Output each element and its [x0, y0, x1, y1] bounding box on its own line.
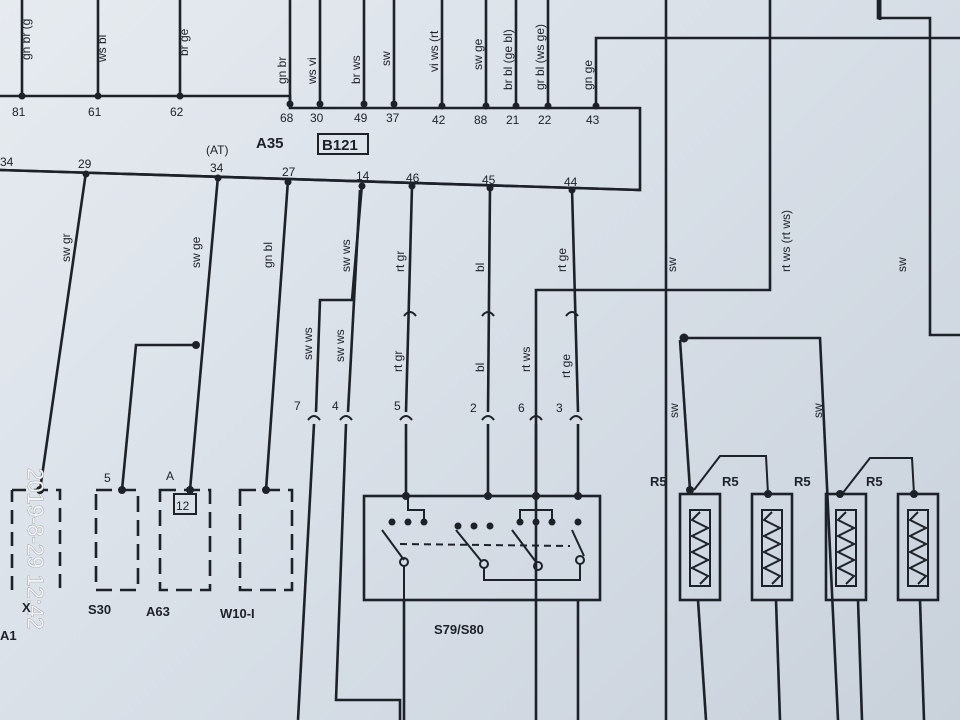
pin-number: 6: [518, 401, 525, 415]
pin-number: 81: [12, 105, 26, 119]
wire-label: rt ge: [559, 354, 573, 378]
wire-label: vi ws (rt: [427, 30, 441, 72]
wire-label: sw gr: [59, 233, 73, 262]
pin-number: 34: [210, 161, 224, 175]
connector-name: A35: [256, 135, 284, 152]
connector-ref: B121: [322, 137, 358, 154]
pin-number: 43: [586, 113, 600, 127]
wire-label: rt gr: [391, 351, 405, 372]
pin-number: 37: [386, 111, 400, 125]
wire-label: rt ge: [555, 248, 569, 272]
wire-label: br bl (ge bl): [501, 29, 515, 90]
wire-label: gn ge: [581, 60, 595, 90]
pin-number: 49: [354, 111, 368, 125]
component-label: S79/S80: [434, 622, 484, 637]
top-pin-dots: [18, 92, 600, 110]
connector-note: (AT): [206, 143, 228, 157]
wire-label: bl: [473, 363, 487, 372]
pin-number: 68: [280, 111, 294, 125]
wire-label: gr bl (ws ge): [533, 24, 547, 90]
resistor-bank: [678, 455, 940, 602]
pin-number: 44: [564, 175, 578, 189]
pin-number: 7: [294, 399, 301, 413]
wire-label: gn br (g: [19, 19, 33, 60]
wire-label: sw: [665, 257, 679, 272]
left-components: [10, 486, 294, 592]
pin-number: 61: [88, 105, 102, 119]
resistor-label: R5: [722, 474, 739, 489]
wire-label: sw ws: [333, 329, 347, 362]
wire-label: sw: [895, 257, 909, 272]
pin-number: 21: [506, 113, 520, 127]
wire-label: sw ws: [339, 239, 353, 272]
component-label: W10-I: [220, 606, 255, 621]
wire-label: rt ws (rt ws): [779, 210, 793, 272]
pin-number: 2: [470, 401, 477, 415]
wire-label: sw: [667, 403, 681, 418]
wire-label: ws bl: [95, 35, 109, 63]
pin-number: 88: [474, 113, 488, 127]
pin-number: 34: [0, 155, 14, 169]
resistor-label: R5: [794, 474, 811, 489]
pin-number: 45: [482, 173, 496, 187]
pin-number: 4: [332, 399, 339, 413]
pin-number: 42: [432, 113, 446, 127]
pin-number: A: [166, 469, 174, 483]
resistor-label: R5: [650, 474, 667, 489]
component-label: S30: [88, 602, 111, 617]
pin-number: 5: [104, 471, 111, 485]
wire-label: sw ge: [471, 38, 485, 70]
pin-number: 27: [282, 165, 296, 179]
pin-number: 3: [556, 401, 563, 415]
pin-number: 62: [170, 105, 184, 119]
wire-label: sw: [811, 403, 825, 418]
pin-number: 22: [538, 113, 552, 127]
wire-label: sw ws: [301, 327, 315, 360]
inline-connector-breaks: [307, 311, 583, 421]
pin-number: 14: [356, 169, 370, 183]
component-label: A63: [146, 604, 170, 619]
wire-label: rt ws: [519, 347, 533, 372]
wire-label: gn br: [275, 57, 289, 84]
wire-label: rt gr: [393, 251, 407, 272]
switch-s79-s80: [362, 492, 602, 602]
wire-label: bl: [473, 263, 487, 272]
pin-number: 46: [406, 171, 420, 185]
photo-timestamp: 2019-8-29 12:42: [23, 468, 48, 629]
component-label: X: [22, 600, 31, 615]
wire-label: sw ge: [189, 236, 203, 268]
wire-label: br ge: [177, 28, 191, 56]
lower-wires: [296, 339, 926, 720]
connector-a35: [0, 94, 642, 192]
junction-dots: [82, 170, 689, 349]
pin-number: 30: [310, 111, 324, 125]
resistor-label: R5: [866, 474, 883, 489]
pin-number: 5: [394, 399, 401, 413]
pin-number: 29: [78, 157, 92, 171]
component-label: A1: [0, 628, 17, 643]
wire-label: ws vi: [305, 57, 319, 85]
wire-label: br ws: [349, 55, 363, 84]
middle-wires: [38, 171, 840, 720]
wire-label: sw: [379, 51, 393, 66]
wire-label: gn bl: [261, 242, 275, 268]
pin-number: 12: [176, 499, 190, 513]
